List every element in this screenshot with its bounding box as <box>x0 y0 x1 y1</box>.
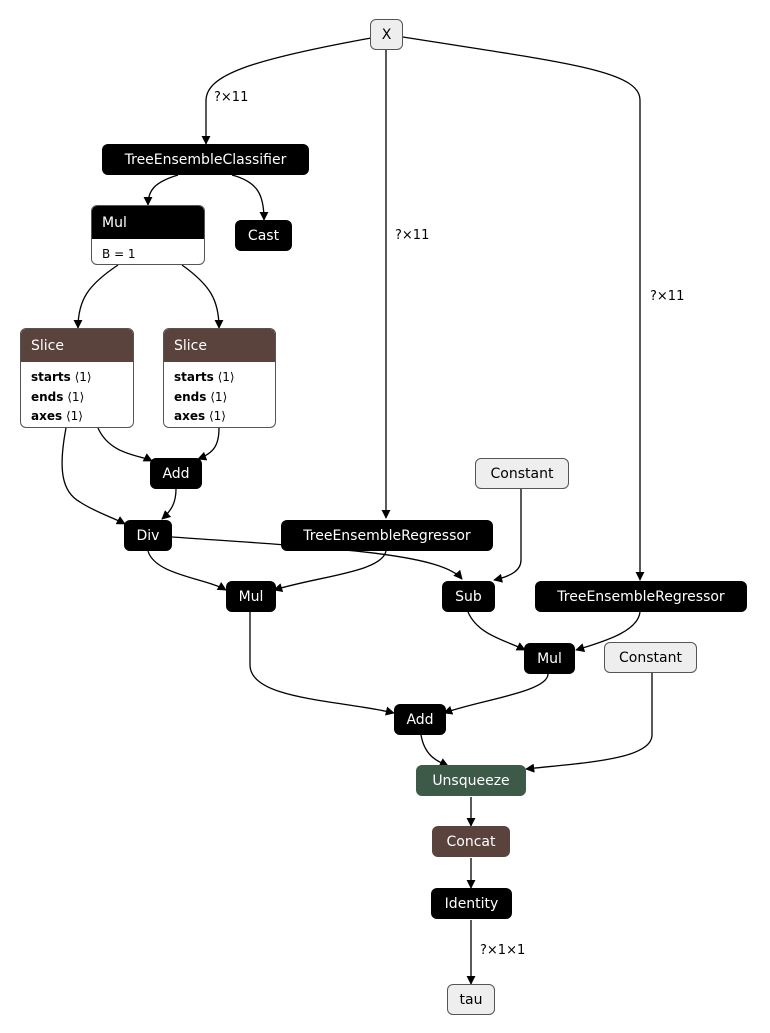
node-label: X <box>381 26 392 43</box>
edge-div-sub <box>171 536 463 580</box>
node-label: Mul <box>537 650 562 667</box>
node-add-1[interactable]: Add <box>150 458 202 489</box>
node-constant-1[interactable]: Constant <box>475 458 569 489</box>
edge-slice2-add1 <box>197 427 220 461</box>
edge-mul1-slice1 <box>73 264 119 329</box>
edge-label-x-tec: ?×11 <box>214 90 249 105</box>
attribute-row: ends ⟨1⟩ <box>174 388 265 408</box>
node-header: Slice <box>21 329 133 362</box>
node-label: Unsqueeze <box>432 772 510 789</box>
edge-ter2-mul3 <box>575 611 641 653</box>
edge-label-identity-tau: ?×1×1 <box>480 943 526 958</box>
node-identity[interactable]: Identity <box>431 888 512 919</box>
attribute-key: starts <box>31 370 71 384</box>
edge-slice1-div <box>61 427 126 525</box>
attribute-key: axes <box>31 409 63 423</box>
edge-div-mul2 <box>147 550 227 591</box>
attribute-key: ends <box>31 389 64 404</box>
node-slice-2[interactable]: Slice starts ⟨1⟩ ends ⟨1⟩ axes ⟨1⟩ <box>163 328 276 428</box>
edge-add1-div <box>161 488 177 520</box>
attribute-row: axes ⟨1⟩ <box>174 407 265 427</box>
node-label: Mul <box>238 588 264 605</box>
edge-label-x-ter1: ?×11 <box>395 228 430 243</box>
edge-add2-unsqueeze <box>420 734 449 767</box>
node-tree-ensemble-regressor-2[interactable]: TreeEnsembleRegressor <box>535 581 747 612</box>
node-header: Slice <box>164 329 275 362</box>
attribute-row: starts ⟨1⟩ <box>174 368 265 388</box>
edge-mul3-add2 <box>443 673 549 715</box>
attribute-value: = 1 <box>114 247 136 261</box>
edge-const1-sub <box>493 489 522 583</box>
attribute-key: axes <box>174 409 206 423</box>
node-label: Add <box>406 711 434 728</box>
node-label: Div <box>136 527 160 544</box>
edge-slice1-add1 <box>97 427 153 462</box>
edge-x-tec <box>201 37 372 145</box>
edge-x-ter2 <box>402 36 645 581</box>
node-attributes: starts ⟨1⟩ ends ⟨1⟩ axes ⟨1⟩ <box>21 362 133 427</box>
node-label: TreeEnsembleRegressor <box>557 588 725 605</box>
attribute-key: starts <box>174 370 214 384</box>
edge-mul1-slice2 <box>181 264 224 329</box>
attribute-value: ⟨1⟩ <box>217 370 235 384</box>
node-mul-1[interactable]: Mul B = 1 <box>91 205 205 265</box>
attribute-value: ⟨1⟩ <box>208 409 226 423</box>
input-node-x[interactable]: X <box>370 19 403 50</box>
node-label: Cast <box>247 227 280 244</box>
output-node-tau[interactable]: tau <box>447 984 495 1015</box>
attribute-key: ends <box>174 389 207 404</box>
node-label: Sub <box>455 588 482 605</box>
node-concat[interactable]: Concat <box>432 826 510 857</box>
node-attributes: starts ⟨1⟩ ends ⟨1⟩ axes ⟨1⟩ <box>164 362 275 427</box>
node-tree-ensemble-classifier[interactable]: TreeEnsembleClassifier <box>102 144 309 175</box>
edge-tec-mul1 <box>143 174 179 206</box>
edge-label-x-ter2: ?×11 <box>650 289 685 304</box>
node-tree-ensemble-regressor-1[interactable]: TreeEnsembleRegressor <box>281 520 493 551</box>
node-sub[interactable]: Sub <box>442 581 495 612</box>
node-label: Slice <box>31 337 64 354</box>
node-attributes: B = 1 <box>92 239 204 264</box>
node-mul-3[interactable]: Mul <box>524 643 575 674</box>
edge-const2-unsqueeze <box>525 673 653 773</box>
node-label: tau <box>459 991 483 1008</box>
attribute-value: ⟨1⟩ <box>65 409 83 423</box>
node-label: Constant <box>619 649 682 666</box>
node-mul-2[interactable]: Mul <box>226 581 276 612</box>
node-div[interactable]: Div <box>124 520 172 551</box>
node-constant-2[interactable]: Constant <box>604 642 697 673</box>
attribute-row: B = 1 <box>102 245 194 264</box>
node-label: Identity <box>444 895 499 912</box>
edge-tec-cast <box>231 174 269 221</box>
edge-sub-mul3 <box>467 611 526 651</box>
node-unsqueeze[interactable]: Unsqueeze <box>416 765 526 796</box>
attribute-value: ⟨1⟩ <box>67 389 85 404</box>
node-label: Concat <box>446 833 496 850</box>
node-header: Mul <box>92 206 204 239</box>
attribute-row: axes ⟨1⟩ <box>31 407 123 427</box>
attribute-value: ⟨1⟩ <box>210 389 228 404</box>
node-label: TreeEnsembleRegressor <box>303 527 471 544</box>
node-label: Constant <box>490 465 554 482</box>
node-label: Slice <box>174 337 207 354</box>
edge-mul2-add2 <box>249 612 395 716</box>
node-cast[interactable]: Cast <box>235 220 292 251</box>
attribute-row: starts ⟨1⟩ <box>31 368 123 388</box>
node-label: Mul <box>102 214 127 231</box>
attribute-value: ⟨1⟩ <box>74 370 92 384</box>
edge-ter1-mul2 <box>273 550 387 592</box>
attribute-row: ends ⟨1⟩ <box>31 388 123 408</box>
attribute-key: B <box>102 247 111 261</box>
node-label: Add <box>162 465 190 482</box>
node-add-2[interactable]: Add <box>394 704 446 735</box>
node-label: TreeEnsembleClassifier <box>124 151 287 168</box>
node-slice-1[interactable]: Slice starts ⟨1⟩ ends ⟨1⟩ axes ⟨1⟩ <box>20 328 134 428</box>
